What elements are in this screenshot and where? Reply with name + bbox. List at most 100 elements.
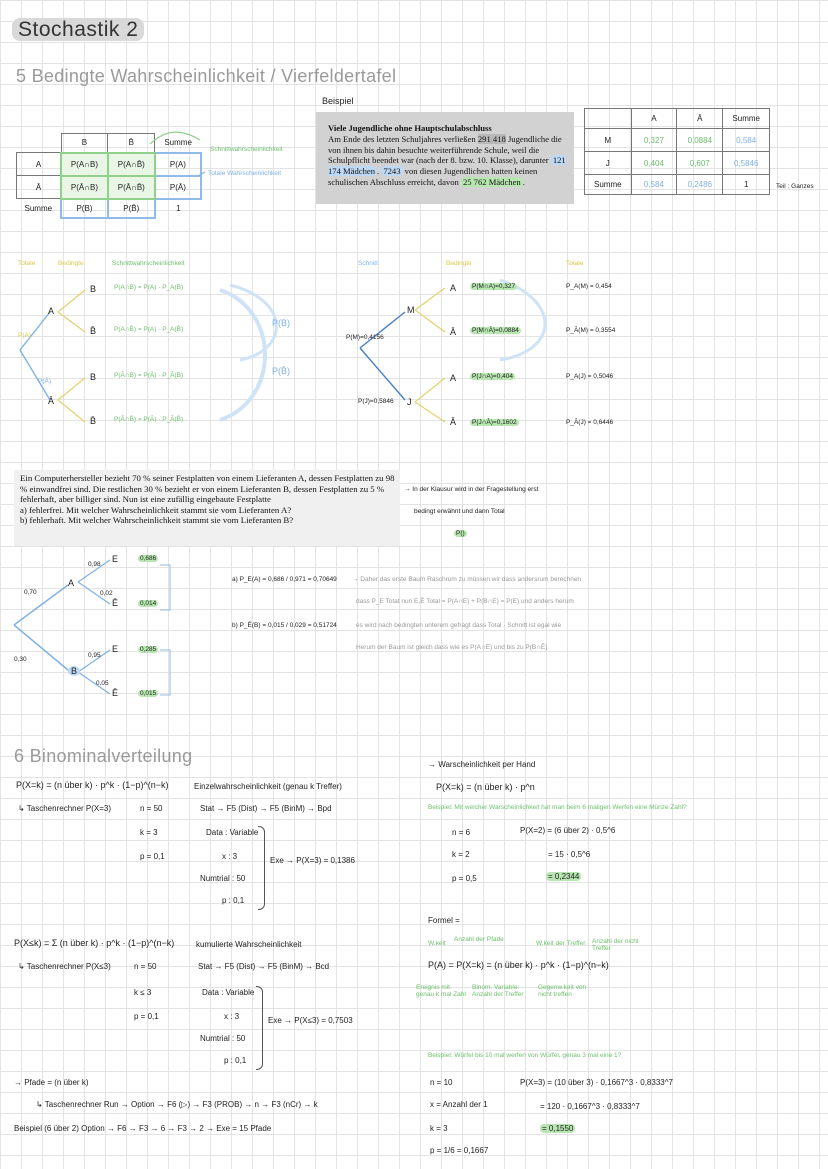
tree-node: J	[407, 397, 412, 407]
bayes-result: P_A(M) = 0,454	[566, 283, 612, 290]
calc-step: x : 3	[222, 852, 238, 861]
leaf-prob: P(M∩A)=0,327	[470, 283, 518, 290]
table-cell: P(A)	[153, 151, 203, 177]
table-cell: P(A∩B)	[60, 151, 109, 177]
branch-prob: 0,95	[88, 652, 101, 659]
calc-param: k = 3	[140, 828, 158, 837]
tree-node: B	[68, 666, 80, 676]
table-cell: P(Ā∩B̄)	[106, 174, 156, 200]
article-headline: Viele Jugendliche ohne Hauptschulabschlu…	[328, 123, 492, 133]
article-number-total: 291 418	[477, 133, 506, 144]
exam-note: bedingt erwähnt und dann Total	[414, 508, 505, 515]
article-text: Am Ende des letzten Schuljahres verließe…	[328, 133, 478, 144]
table-cell: P(B̄)	[106, 197, 156, 219]
calc-param: p = 0,1	[134, 1012, 159, 1021]
branch-prob: 0,05	[96, 680, 109, 687]
example-label: Beispiel	[322, 96, 354, 106]
formel-label: W.keit der Treffer	[536, 940, 586, 947]
table-cell: 0,0884	[676, 128, 724, 152]
formel-question: Beispiel: Würfel bis 10 mal werfen von W…	[428, 1052, 622, 1059]
formel-label: Anzahl der nicht Treffer	[592, 938, 639, 952]
formel-formula: P(A) = P(X=k) = (n über k) · p^k · (1−p)…	[428, 960, 609, 970]
explain-line: es wird nach bedingten unterem gefragt d…	[356, 622, 562, 629]
table-cell: 1	[722, 174, 770, 195]
calc-param: p = 1/6 = 0,1667	[430, 1146, 489, 1155]
tree-node: Ē	[112, 598, 119, 608]
exam-note: → In der Klausur wird in der Fragestellu…	[404, 486, 539, 493]
page-title: Stochastik 2	[12, 18, 145, 42]
tree-node: B̄	[90, 326, 97, 336]
calc-step: = 0,2344	[546, 872, 582, 881]
tree-node: Ē	[112, 688, 119, 698]
note-total: Totale Wahrscheinlichkeit	[208, 170, 282, 177]
paths-example: Beispiel (6 über 2) Option → F6 → F3 → 6…	[14, 1124, 272, 1133]
root-prob: P(J)=0,5846	[358, 398, 394, 405]
task-question-b: b) fehlerhaft. Mit welcher Wahrscheinlic…	[20, 515, 294, 526]
formel-label: Ereignis mit genau k mal Zahl	[416, 984, 466, 998]
tree-node: B̄	[90, 416, 97, 426]
leaf-prob: P(M∩Ā)=0,0884	[470, 327, 521, 334]
tree-label: Bedingte	[446, 260, 472, 267]
formula-cumulative: P(X≤k) = Σ (n über k) · p^k · (1−p)^(n−k…	[14, 938, 175, 948]
tree-node: A	[450, 283, 457, 293]
tree-node: Ā	[450, 417, 457, 427]
explain-line: → Daher das erste Baum Raschrum zu müsse…	[352, 576, 582, 583]
tree-node: B	[90, 284, 97, 294]
formel-label: Binom. Variable: Anzahl der Treffer	[472, 984, 524, 998]
calc-step: p : 0,1	[222, 896, 245, 905]
calc-step: Numtrial : 50	[200, 1034, 246, 1043]
tree-label: Schnittwahrscheinlichkeit	[112, 260, 185, 267]
table-cell: 1	[176, 204, 181, 213]
answer-a: a) P_E(A) = 0,686 / 0,971 = 0,70649	[232, 576, 337, 583]
calc-label: ↳ Taschenrechner P(X≤3)	[18, 962, 111, 971]
branch-prob: P(A)	[18, 332, 31, 339]
calc-step: p : 0,1	[224, 1056, 247, 1065]
calc-label: ↳ Taschenrechner P(X=3)	[18, 804, 112, 813]
tree-node: Ā	[450, 327, 457, 337]
tree-node: A	[68, 578, 75, 588]
calc-step: P(X=2) = (6 über 2) · 0,5^6	[520, 826, 616, 835]
formula-single: P(X=k) = (n über k) · p^k · (1−p)^(n−k)	[16, 780, 169, 790]
table-cell: 0,2486	[676, 174, 724, 195]
calc-step: Stat → F5 (Dist) → F5 (BinM) → Bpd	[200, 804, 332, 813]
tree-node: E	[112, 644, 119, 654]
branch-prob: P(Ā)	[38, 378, 51, 385]
calc-param: n = 10	[430, 1078, 453, 1087]
calc-param: k = 3	[430, 1124, 448, 1133]
by-hand-title: → Warscheinlichkeit per Hand	[428, 760, 536, 769]
total-prob-label: P(B̄)	[272, 366, 290, 376]
tree-label: Bedingte	[58, 260, 84, 267]
formel-label: W.keit	[428, 940, 446, 947]
leaf-prob: P(J∩A)=0,404	[470, 373, 515, 380]
calc-param: x = Anzahl der 1	[430, 1100, 488, 1109]
tree-label: Schnitt	[358, 260, 378, 267]
calc-param: n = 50	[140, 804, 163, 813]
article-box: Viele Jugendliche ohne Hauptschulabschlu…	[316, 112, 574, 204]
article-number-no-degree: 7243	[381, 166, 403, 177]
table-cell: P(B)	[60, 197, 109, 219]
tree-node: E	[112, 554, 119, 564]
branch-prob: 0,70	[24, 589, 37, 596]
tree-node: B	[90, 372, 97, 382]
calc-result: Exe → P(X≤3) = 0,7503	[268, 1016, 353, 1025]
calc-param: n = 6	[452, 828, 471, 837]
formula-note: Einzelwahrscheinlichkeit (genau k Treffe…	[194, 782, 342, 791]
calc-step: Stat → F5 (Dist) → F5 (BinM) → Bcd	[198, 962, 330, 971]
calc-step: P(X=3) = (10 über 3) · 0,1667^3 · 0,8333…	[520, 1078, 673, 1087]
intersection-formula: P(Ā∩B̄) = P(Ā) · P_Ā(B̄)	[114, 416, 184, 423]
section-6-heading: 6 Binominalverteilung	[14, 746, 193, 766]
article-text: .	[377, 166, 382, 177]
branch-prob: 0,30	[14, 656, 27, 663]
four-field-table-general: B B̄ Summe A P(A∩B) P(A∩B̄) P(A) Ā P(Ā∩B…	[16, 133, 203, 219]
calc-step: = 120 · 0,1667^3 · 0,8333^7	[540, 1102, 640, 1111]
branch-prob: 0,02	[100, 590, 113, 597]
calc-param: k ≤ 3	[134, 988, 152, 997]
table-cell: P(Ā)	[153, 174, 203, 200]
tree-node: A	[450, 373, 457, 383]
bayes-result: P_A(J) = 0,5046	[566, 373, 614, 380]
tree-node: Ā	[48, 396, 55, 406]
answer-b: b) P_Ē(B) = 0,015 / 0,029 = 0,51724	[232, 622, 337, 629]
leaf-prob: P(J∩Ā)=0,1602	[470, 419, 519, 426]
tree-node: M	[407, 305, 415, 315]
